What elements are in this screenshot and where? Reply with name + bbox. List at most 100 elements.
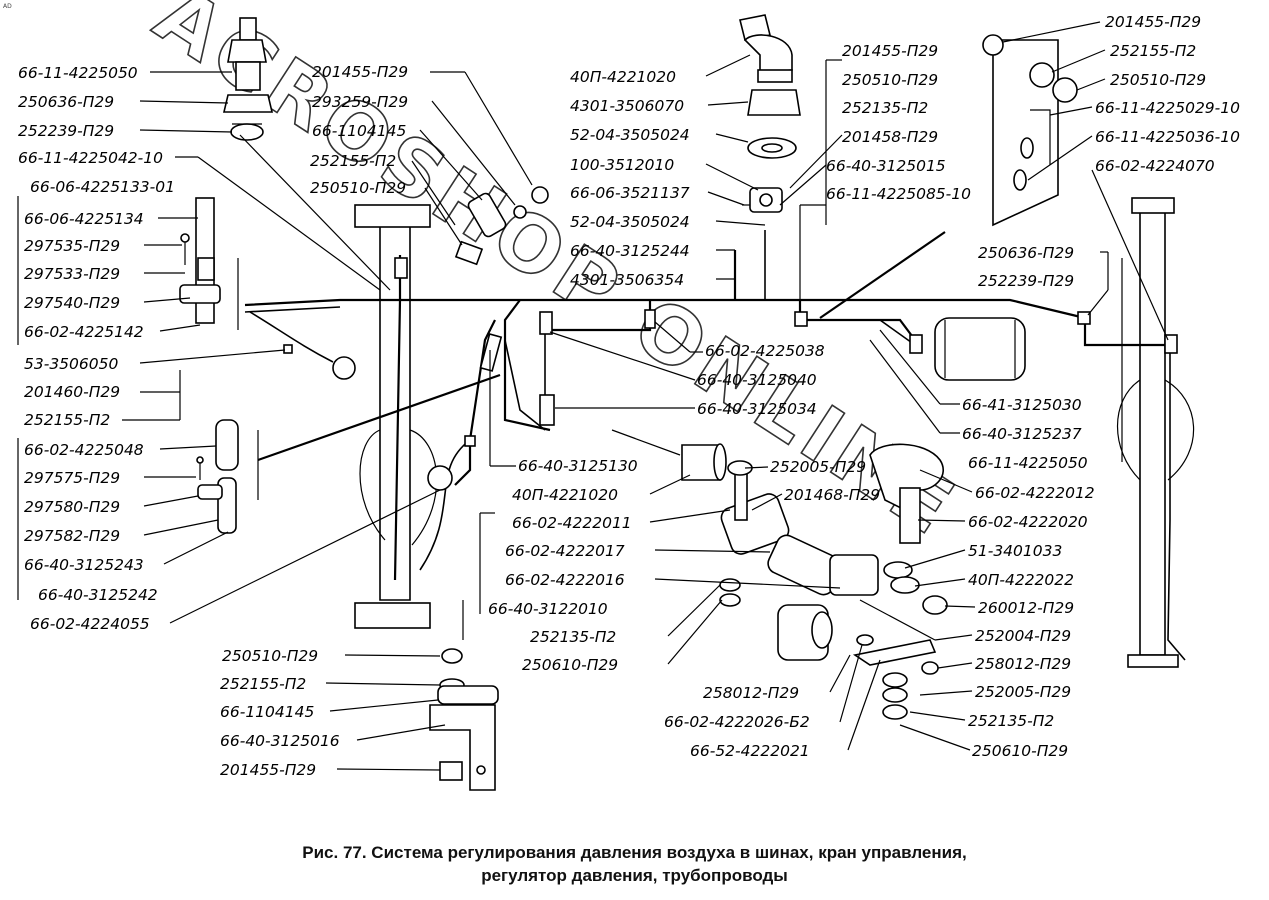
part-label: 66-1104145 (220, 703, 314, 721)
frame-left-member (354, 204, 438, 629)
part-label: 252239-П29 (18, 122, 114, 140)
part-label: 66-40-3125242 (38, 586, 158, 604)
part-label: 252005-П29 (975, 683, 1071, 701)
part-label: 252005-П29 (770, 458, 866, 476)
part-label: 66-40-3125244 (570, 242, 690, 260)
part-label: 100-3512010 (570, 156, 674, 174)
part-label: 201458-П29 (842, 128, 938, 146)
main-pipeline (244, 230, 1186, 661)
part-label: 66-11-4225036-10 (1095, 128, 1240, 146)
part-label: 40П-4222022 (968, 571, 1074, 589)
part-label: 66-52-4222021 (690, 742, 810, 760)
tee-fitting-top-center (742, 187, 783, 213)
part-label: 297535-П29 (24, 237, 120, 255)
pressure-gauge-lower (427, 465, 453, 491)
part-label: 66-02-4222017 (505, 542, 625, 560)
part-label: 297533-П29 (24, 265, 120, 283)
part-label: 66-06-4225134 (24, 210, 144, 228)
part-label: 66-11-4225050 (18, 64, 138, 82)
part-label: 53-3506050 (24, 355, 118, 373)
part-label: 66-11-4225050 (968, 454, 1088, 472)
fitting-stack-top-center (739, 14, 801, 159)
hose-clamp-group-lower (196, 419, 259, 534)
part-label: 250610-П29 (522, 656, 618, 674)
part-label: 66-06-4225133-01 (30, 178, 175, 196)
bracket-top-right (982, 34, 1078, 227)
labels-bottom-left: 250510-П29 252155-П2 66-1104145 66-40-31… (220, 647, 446, 779)
part-label: 40П-4221020 (512, 486, 618, 504)
part-label: 201460-П29 (24, 383, 120, 401)
corner-mark: AD (3, 3, 12, 10)
part-label: 252135-П2 (842, 99, 928, 117)
part-label: 52-04-3505024 (570, 126, 690, 144)
part-label: 297575-П29 (24, 469, 120, 487)
part-label: 252155-П2 (24, 411, 110, 429)
part-label: 258012-П29 (703, 684, 799, 702)
part-label: 66-11-4225042-10 (18, 149, 163, 167)
part-label: 250610-П29 (972, 742, 1068, 760)
part-label: 252155-П2 (310, 152, 396, 170)
part-label: 66-02-4222026-Б2 (664, 713, 810, 731)
part-label: 252004-П29 (975, 627, 1071, 645)
part-label: 252239-П29 (978, 272, 1074, 290)
part-label: 66-02-4224070 (1095, 157, 1215, 175)
caption-line-2: регулятор давления, трубопроводы (481, 866, 788, 885)
part-label: 297540-П29 (24, 294, 120, 312)
part-label: 297580-П29 (24, 498, 120, 516)
part-label: 66-06-3521137 (570, 184, 690, 202)
bracket-bottom-left (429, 600, 499, 791)
part-label: 40П-4221020 (570, 68, 676, 86)
part-label: 250636-П29 (18, 93, 114, 111)
part-label: 250636-П29 (978, 244, 1074, 262)
part-label: 260012-П29 (978, 599, 1074, 617)
part-label: 66-02-4224055 (30, 615, 150, 633)
part-label: 66-40-3125015 (826, 157, 946, 175)
part-label: 66-40-3125016 (220, 732, 340, 750)
part-label: 252155-П2 (1110, 42, 1196, 60)
part-label: 258012-П29 (975, 655, 1071, 673)
part-label: 201468-П29 (784, 486, 880, 504)
part-label: 66-40-3125237 (962, 425, 1082, 443)
part-label: 252135-П2 (530, 628, 616, 646)
part-label: 201455-П29 (1105, 13, 1201, 31)
part-label: 66-02-4225142 (24, 323, 144, 341)
part-label: 250510-П29 (842, 71, 938, 89)
part-label: 66-40-3125243 (24, 556, 144, 574)
labels-center: 66-02-4225038 66-40-3125040 66-40-312503… (479, 258, 1123, 760)
part-label: 66-02-4222012 (975, 484, 1095, 502)
part-label: 252135-П2 (968, 712, 1054, 730)
part-label: 52-04-3505024 (570, 213, 690, 231)
part-label: 66-02-4222020 (968, 513, 1088, 531)
part-label: 66-02-4225038 (705, 342, 825, 360)
part-label: 66-40-3122010 (488, 600, 608, 618)
part-label: 201455-П29 (312, 63, 408, 81)
labels-top-right: 201455-П29 252155-П2 250510-П29 66-11-42… (978, 13, 1240, 341)
labels-top-center: 201455-П29 293259-П29 66-1104145 252155-… (310, 42, 971, 300)
part-label: 201455-П29 (842, 42, 938, 60)
caption-line-1: Рис. 77. Система регулирования давления … (302, 843, 967, 862)
part-label: 250510-П29 (310, 179, 406, 197)
frame-right-member (1116, 197, 1195, 668)
part-label: 4301-3506354 (570, 271, 684, 289)
part-label: 66-40-3125130 (518, 457, 638, 475)
air-receiver-tank (934, 317, 1026, 381)
part-label: 252155-П2 (220, 675, 306, 693)
part-label: 66-11-4225085-10 (826, 185, 971, 203)
pressure-gauge (249, 311, 356, 380)
part-label: 293259-П29 (312, 93, 408, 111)
fitting-group-center-left (454, 186, 549, 266)
part-label: 66-11-4225029-10 (1095, 99, 1240, 117)
part-label: 66-02-4222016 (505, 571, 625, 589)
part-label: 66-40-3125040 (697, 371, 817, 389)
part-label: 66-1104145 (312, 122, 406, 140)
reference-lines (239, 134, 946, 462)
part-label: 4301-3506070 (570, 97, 684, 115)
part-label: 66-02-4225048 (24, 441, 144, 459)
part-label: 201455-П29 (220, 761, 316, 779)
part-label: 250510-П29 (1110, 71, 1206, 89)
part-label: 66-41-3125030 (962, 396, 1082, 414)
labels-left: 66-11-4225050 250636-П29 252239-П29 66-1… (17, 64, 441, 633)
part-label: 66-02-4222011 (512, 514, 632, 532)
part-label: 250510-П29 (222, 647, 318, 665)
